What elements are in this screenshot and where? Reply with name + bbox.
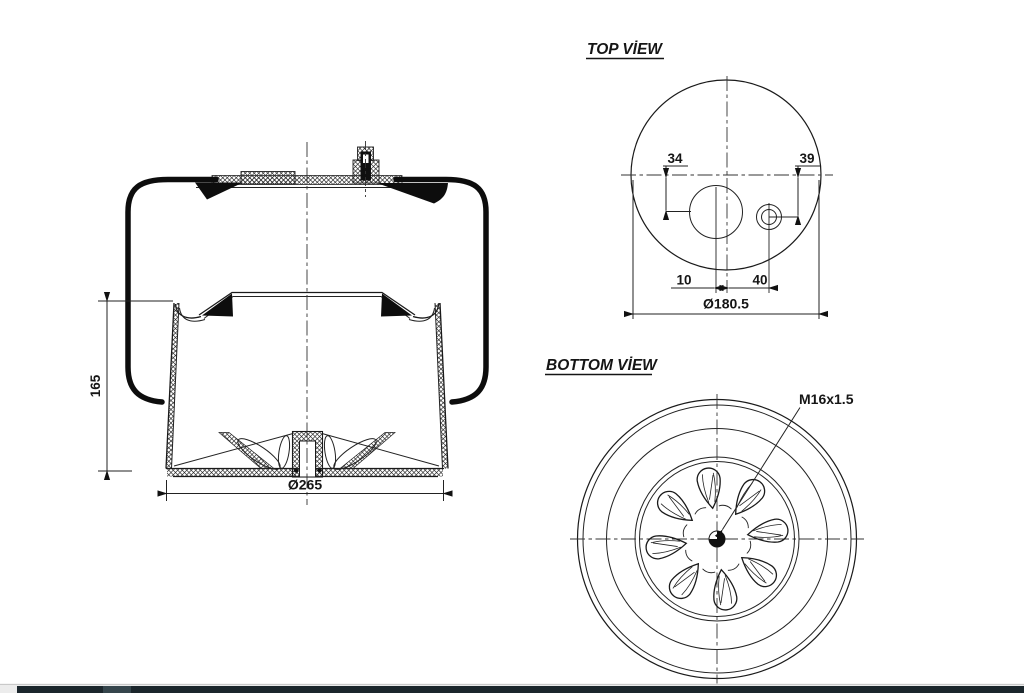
piston-weld-wedge-right [381, 293, 412, 317]
dim-main-port-y-label: 34 [667, 151, 683, 166]
piston-rib-section-left [218, 432, 275, 469]
piston-weld-wedge-left [202, 293, 233, 317]
bottom-view: BOTTOM VİEW [545, 357, 864, 687]
dim-height-label: 165 [88, 374, 103, 397]
dim-main-port-x-label: 10 [676, 273, 691, 288]
plate-weld-wedge-right [377, 183, 448, 204]
piston-wall-right [435, 303, 448, 469]
dim-plate-diameter-label: Ø180.5 [703, 296, 749, 312]
thread-spec-label: M16x1.5 [799, 391, 854, 407]
piston-wall-left [166, 303, 179, 469]
taskbar-active-segment[interactable] [103, 686, 131, 693]
bottom-view-title: BOTTOM VİEW [546, 357, 658, 374]
taskbar-dark-strip[interactable] [17, 686, 1024, 693]
dim-aux-port-x-label: 40 [752, 273, 767, 288]
dimension-height-165: 165 [88, 292, 173, 480]
dimension-port-x-offsets: 10 40 [671, 273, 778, 292]
plate-weld-wedge-left [195, 182, 243, 200]
bellows-outline-right [393, 176, 489, 405]
top-view-title: TOP VİEW [587, 41, 663, 58]
dimension-main-port-y: 34 [662, 151, 691, 220]
plate-boss [240, 171, 296, 185]
top-view: TOP VİEW 34 39 10 [586, 41, 833, 319]
piston-rib-section-right [339, 432, 396, 469]
dim-base-diameter-label: Ø265 [288, 477, 322, 493]
taskbar [0, 683, 1024, 693]
dimension-plate-diameter: Ø180.5 [624, 180, 828, 319]
thread-leader: M16x1.5 [714, 391, 854, 540]
bellows-outline-left [125, 176, 219, 405]
air-inlet-stud [352, 141, 380, 197]
dimension-aux-port-y: 39 [769, 151, 820, 225]
bottom-boss [291, 430, 324, 478]
dimension-base-diameter: Ø265 [157, 477, 453, 501]
thread-hole-mark [708, 530, 726, 548]
side-view: 165 Ø265 [88, 141, 489, 505]
dim-aux-port-y-label: 39 [799, 151, 814, 166]
